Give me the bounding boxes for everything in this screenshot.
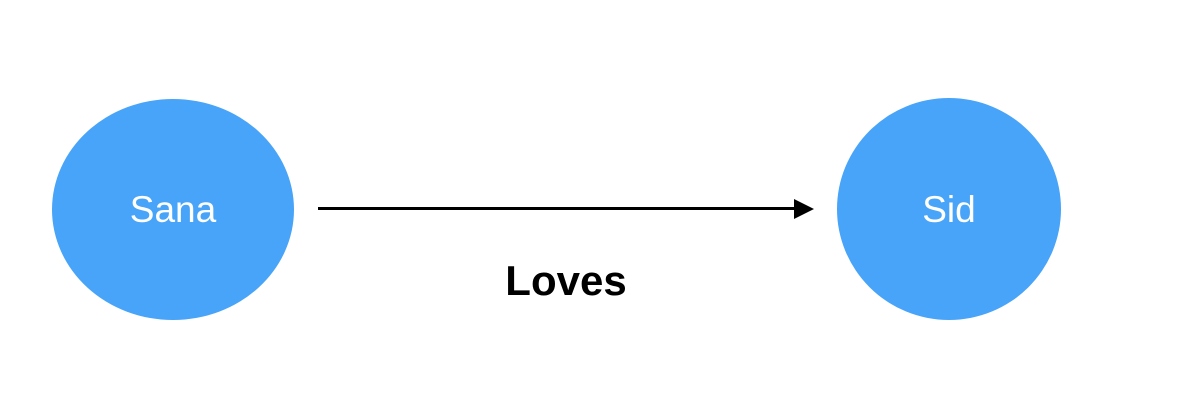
node-sid: Sid — [837, 98, 1061, 320]
node-sana: Sana — [52, 99, 294, 320]
node-label-sid: Sid — [922, 188, 976, 230]
edge-label-loves: Loves — [505, 257, 627, 304]
arrowhead-icon — [794, 199, 814, 219]
edge-arrow-line — [318, 207, 796, 210]
node-label-sana: Sana — [129, 189, 217, 230]
